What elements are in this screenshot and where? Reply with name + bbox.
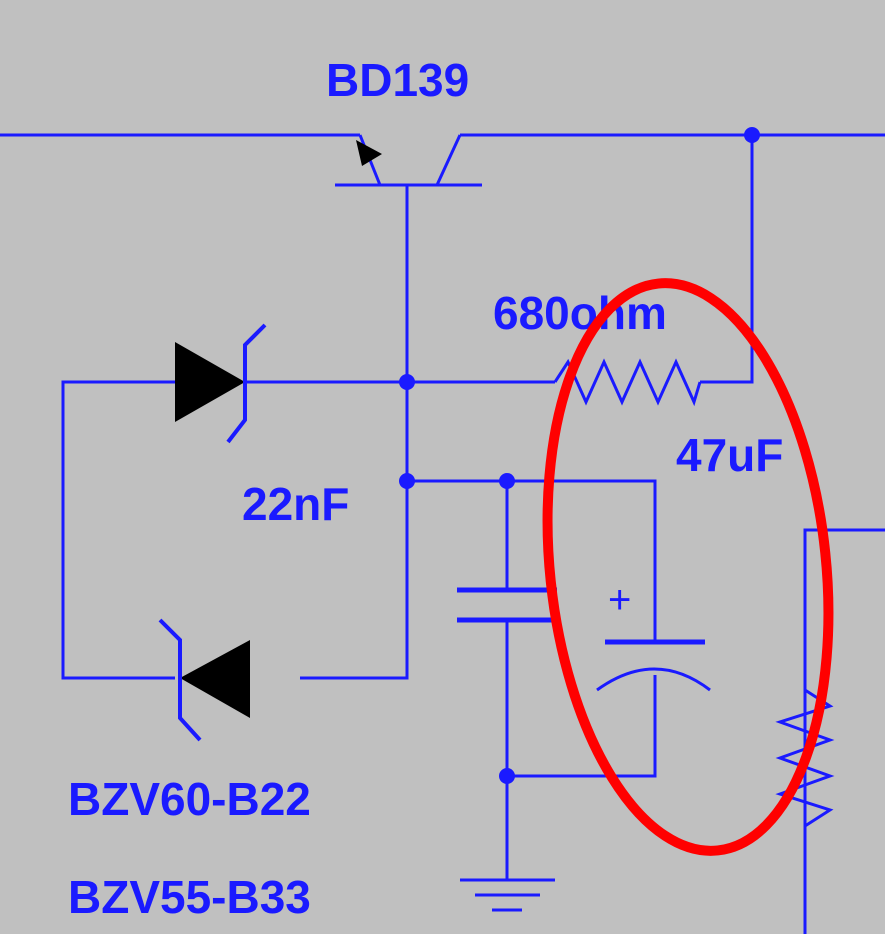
ceramic-capacitor-symbol (457, 587, 557, 623)
junction-dot (399, 473, 415, 489)
electrolytic-bottom-lead (507, 675, 657, 778)
resistor-right-lead (700, 135, 754, 384)
transistor-label: BD139 (326, 54, 469, 106)
zener-upper-bar (226, 323, 267, 444)
ceramic-cap-label: 22nF (242, 478, 349, 530)
zener-upper-symbol (175, 323, 267, 444)
highlight-ellipse (542, 278, 834, 856)
base-vertical-wire (300, 185, 409, 680)
electrolytic-capacitor-symbol (596, 639, 711, 692)
zener-loop-wire (61, 380, 175, 680)
zener-lower-label: BZV55-B33 (68, 871, 311, 923)
zener-upper-triangle-icon (175, 342, 245, 422)
zener-lower-bar (158, 618, 202, 742)
electrolytic-plate-curved (596, 667, 711, 692)
junction-dot (499, 473, 515, 489)
wires (0, 133, 885, 934)
resistor-right-zigzag (775, 688, 835, 828)
right-vertical-wire (803, 528, 885, 934)
junction-dot (399, 374, 415, 390)
electrolytic-cap-label: 47uF (676, 429, 783, 481)
transistor-symbol (335, 134, 482, 187)
transistor-arrow-icon (356, 140, 382, 166)
zener-upper-label: BZV60-B22 (68, 773, 311, 825)
junction-dot (744, 127, 760, 143)
junction-dot (499, 768, 515, 784)
resistor-680-zigzag (553, 358, 702, 407)
transistor-collector (435, 134, 462, 186)
zener-lower-symbol (158, 618, 250, 742)
cap-top-bus (407, 479, 657, 642)
junctions (399, 127, 760, 784)
ground-icon (460, 878, 555, 912)
electrolytic-plus-sign: + (608, 578, 631, 622)
zener-lower-triangle-icon (180, 640, 250, 718)
resistor-label: 680ohm (493, 287, 667, 339)
